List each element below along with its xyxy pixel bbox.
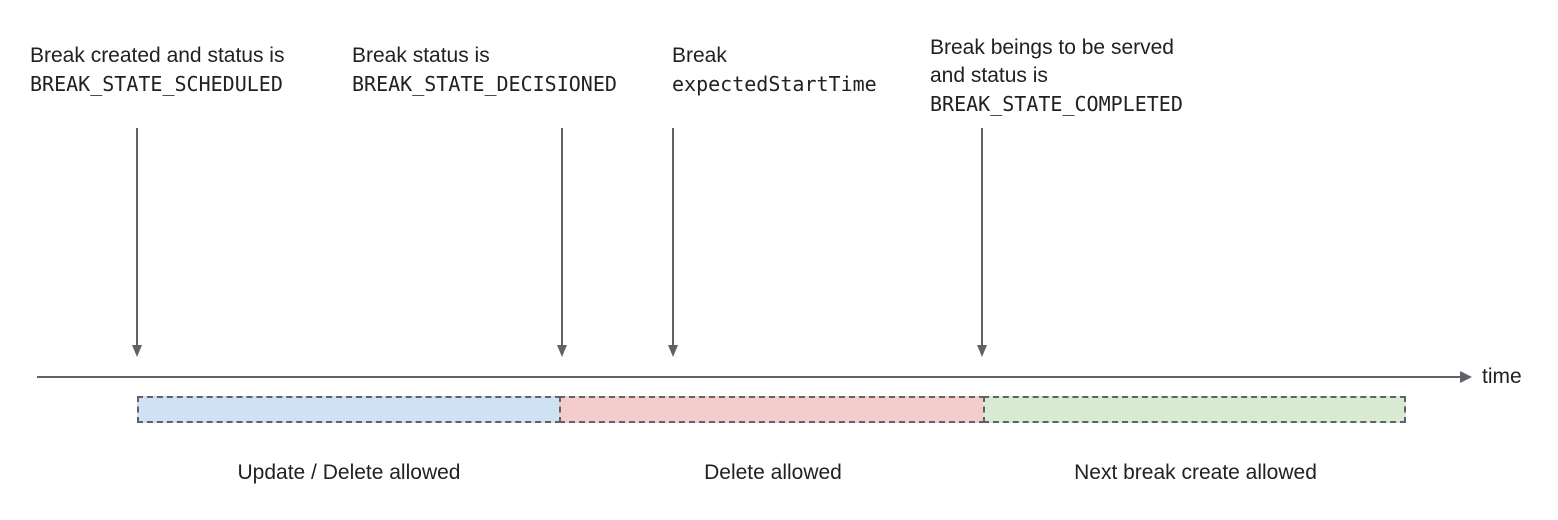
annotation-completed-text-1: Break beings to be served	[930, 36, 1174, 59]
segment-label-update-delete: Update / Delete allowed	[237, 461, 461, 484]
annotation-decisioned-code: BREAK_STATE_DECISIONED	[352, 72, 617, 96]
segment-label-delete: Delete allowed	[704, 461, 842, 484]
segment-delete	[559, 396, 985, 423]
annotation-decisioned: Break status is BREAK_STATE_DECISIONED	[352, 42, 617, 98]
annotation-expected-start: Break expectedStartTime	[672, 42, 877, 98]
timeline-arrowhead-icon	[1460, 371, 1472, 383]
annotation-completed-text-2: and status is	[930, 64, 1048, 87]
annotation-completed-code: BREAK_STATE_COMPLETED	[930, 92, 1183, 116]
annotation-scheduled: Break created and status is BREAK_STATE_…	[30, 42, 284, 98]
timeline-label: time	[1482, 365, 1522, 388]
annotation-expected-start-text: Break	[672, 44, 727, 67]
arrow-head-icon	[977, 345, 987, 357]
annotation-scheduled-code: BREAK_STATE_SCHEDULED	[30, 72, 283, 96]
arrow-head-icon	[557, 345, 567, 357]
annotation-scheduled-text: Break created and status is	[30, 44, 285, 67]
annotation-expected-start-code: expectedStartTime	[672, 72, 877, 96]
arrow-down-expected-start-icon	[668, 128, 678, 357]
arrow-shaft	[136, 128, 138, 345]
arrow-head-icon	[132, 345, 142, 357]
segment-label-next-break: Next break create allowed	[1074, 461, 1317, 484]
annotation-completed: Break beings to be served and status is …	[930, 34, 1183, 118]
timeline-axis	[37, 376, 1460, 378]
arrow-shaft	[981, 128, 983, 345]
arrow-shaft	[561, 128, 563, 345]
segment-update-delete	[137, 396, 561, 423]
segment-next-break	[983, 396, 1406, 423]
arrow-head-icon	[668, 345, 678, 357]
arrow-down-decisioned-icon	[557, 128, 567, 357]
arrow-down-completed-icon	[977, 128, 987, 357]
annotation-decisioned-text: Break status is	[352, 44, 490, 67]
arrow-down-scheduled-icon	[132, 128, 142, 357]
arrow-shaft	[672, 128, 674, 345]
